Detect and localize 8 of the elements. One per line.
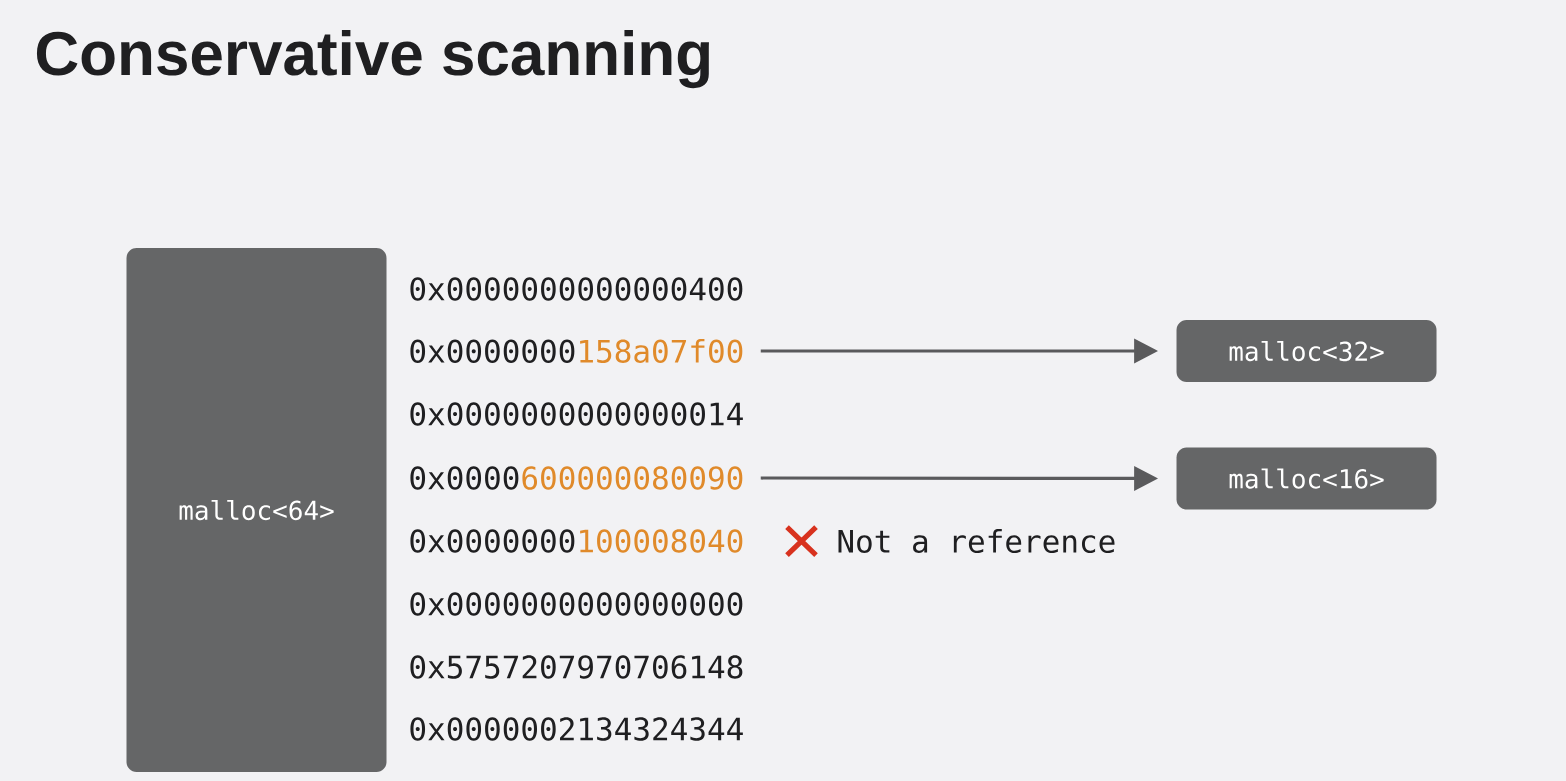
note: Not a reference — [838, 529, 1115, 553]
memory-block: malloc<16> — [1176, 447, 1437, 510]
hex-value: 0x0000000 100008040 — [410, 529, 743, 553]
memory-block: malloc<32> — [1176, 320, 1437, 382]
hex-value: 0x0000600000080090 — [410, 466, 743, 490]
memory-block: malloc<64> — [126, 248, 387, 772]
title: Conservative scanning — [36, 30, 709, 89]
hex-value: 0x0000000 158a07f00 — [410, 339, 743, 363]
